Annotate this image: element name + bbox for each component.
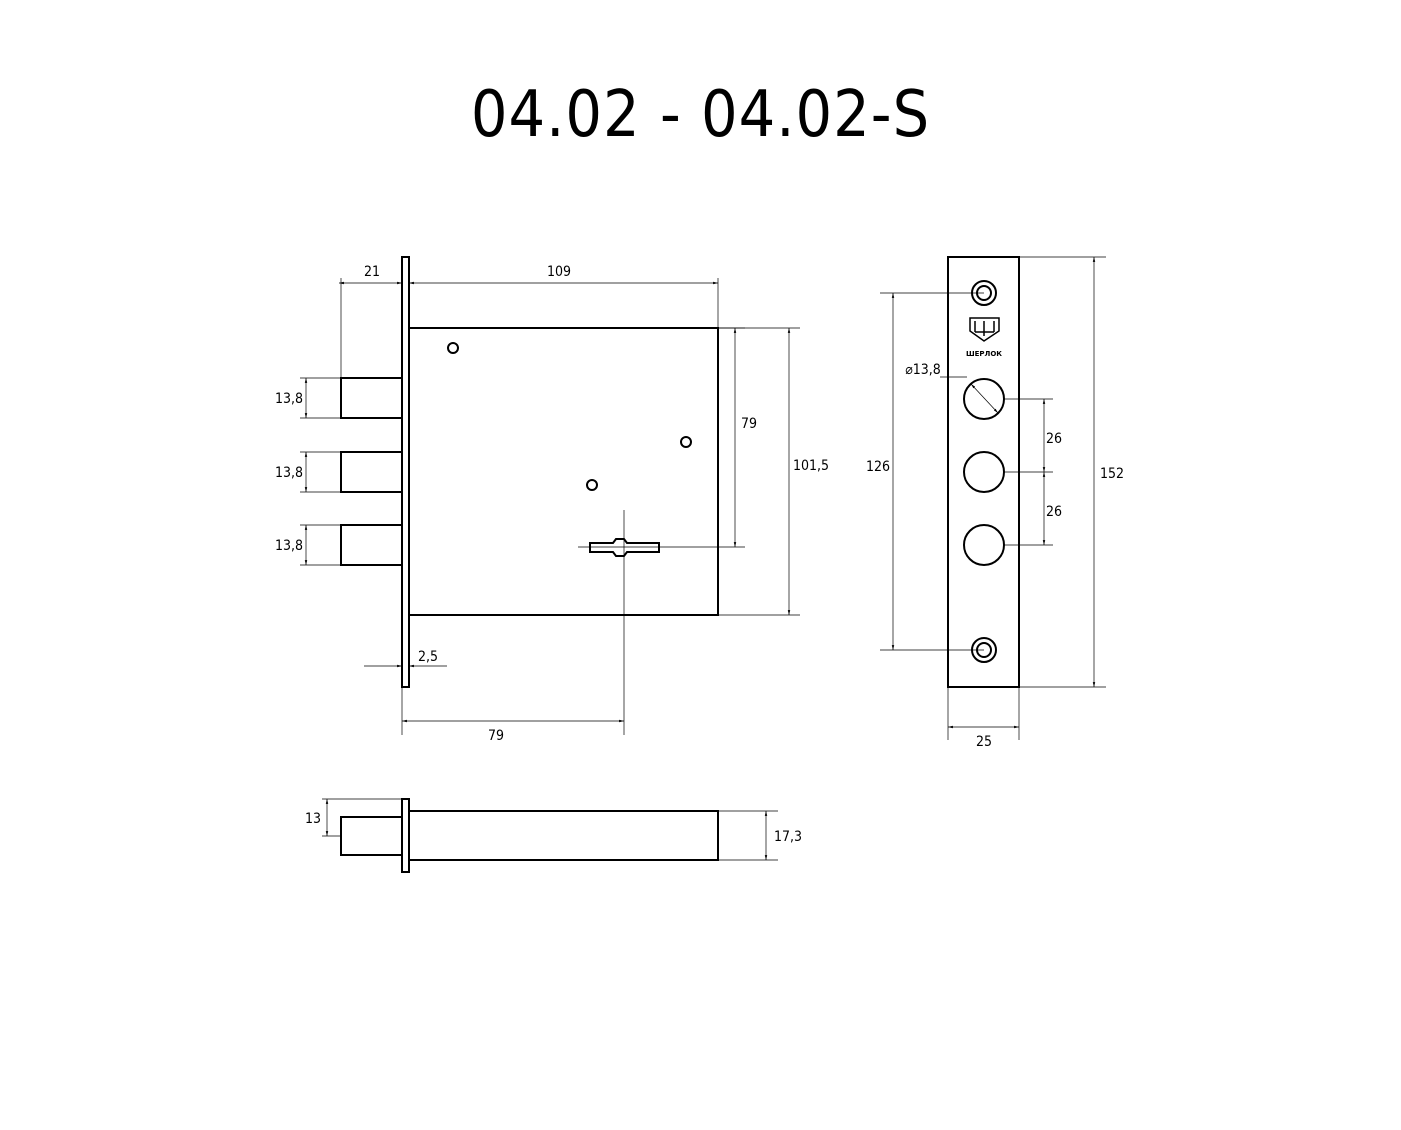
front-view: 21 109 13,8 13,8 13,8 bbox=[275, 256, 829, 744]
dim-keyhole-height: 79 bbox=[578, 327, 757, 548]
dim-body-height: 101,5 bbox=[718, 327, 829, 616]
brand-name: ШЕРЛОК bbox=[966, 350, 1002, 358]
keyhole-icon bbox=[589, 538, 660, 557]
faceplate-view: ШЕРЛОК ⌀13,8 26 26 126 bbox=[866, 256, 1124, 750]
dim-screw-spacing: 126 bbox=[866, 292, 984, 651]
svg-text:152: 152 bbox=[1100, 466, 1124, 482]
svg-text:13: 13 bbox=[305, 811, 321, 827]
dim-faceplate-length: 152 bbox=[1019, 256, 1124, 688]
dim-bolt-height-3: 13,8 bbox=[275, 524, 341, 566]
top-bolt bbox=[340, 816, 403, 856]
svg-text:79: 79 bbox=[741, 416, 757, 432]
dim-bolt-height-2: 13,8 bbox=[275, 451, 341, 493]
dim-hole-diameter: ⌀13,8 bbox=[905, 362, 999, 414]
svg-text:126: 126 bbox=[866, 459, 890, 475]
bolt-hole-3 bbox=[963, 524, 1005, 566]
bolt-3 bbox=[340, 524, 403, 566]
svg-text:79: 79 bbox=[488, 728, 504, 744]
svg-text:109: 109 bbox=[547, 264, 571, 280]
dim-body-width: 109 bbox=[409, 264, 719, 328]
svg-text:17,3: 17,3 bbox=[774, 829, 802, 845]
dim-backset: 79 bbox=[401, 510, 625, 744]
dim-bolt-thickness: 13 bbox=[305, 798, 402, 837]
svg-text:13,8: 13,8 bbox=[275, 538, 303, 554]
dim-body-thickness: 17,3 bbox=[718, 810, 802, 861]
bolt-1 bbox=[340, 377, 403, 419]
lock-body bbox=[408, 327, 719, 616]
rivet-hole-3 bbox=[586, 479, 598, 491]
rivet-hole-1 bbox=[447, 342, 459, 354]
svg-text:13,8: 13,8 bbox=[275, 391, 303, 407]
svg-text:2,5: 2,5 bbox=[418, 649, 438, 665]
bolt-2 bbox=[340, 451, 403, 493]
drawing-title: 04.02 - 04.02-S bbox=[470, 78, 931, 152]
top-view: 13 17,3 bbox=[305, 798, 802, 873]
top-faceplate bbox=[401, 798, 410, 873]
svg-text:101,5: 101,5 bbox=[793, 458, 829, 474]
rivet-hole-2 bbox=[680, 436, 692, 448]
dim-faceplate-width: 25 bbox=[947, 687, 1020, 750]
svg-text:25: 25 bbox=[976, 734, 992, 750]
svg-text:13,8: 13,8 bbox=[275, 465, 303, 481]
svg-text:⌀13,8: ⌀13,8 bbox=[905, 362, 941, 378]
brand-logo-icon bbox=[969, 317, 1000, 342]
bolt-hole-2 bbox=[963, 451, 1005, 493]
dim-faceplate-thickness: 2,5 bbox=[364, 649, 447, 687]
dim-bolt-height-1: 13,8 bbox=[275, 377, 341, 419]
svg-text:26: 26 bbox=[1046, 431, 1062, 447]
svg-text:21: 21 bbox=[364, 264, 380, 280]
dim-hole-spacing: 26 26 bbox=[1004, 398, 1062, 546]
top-body bbox=[408, 810, 719, 861]
dim-bolt-projection: 21 bbox=[339, 264, 402, 378]
front-faceplate bbox=[401, 256, 410, 688]
svg-text:26: 26 bbox=[1046, 504, 1062, 520]
